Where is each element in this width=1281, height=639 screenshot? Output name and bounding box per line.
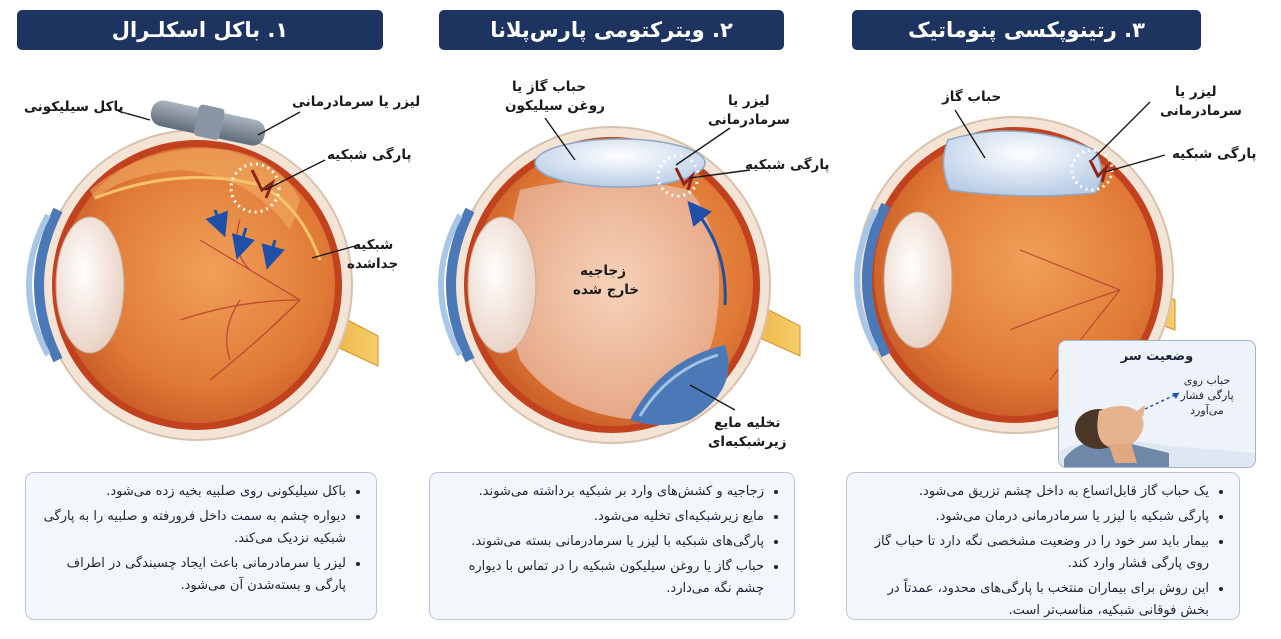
label-tear-3: پارگی شبکیه [1172,146,1257,162]
bullet-2-4: حباب گاز یا روغن سیلیکون شبکیه را در تما… [440,556,764,600]
label-drain-2: زیرشبکیه‌ای [708,434,787,450]
eye1-leaders [117,110,356,259]
bullet-3-3: بیمار باید سر خود را در وضعیت مشخصی نگه … [857,531,1209,575]
head-position-note-1: حباب روی [1183,374,1231,387]
label-detached-retina-1: شبکیه [353,237,394,253]
head-position-title: وضعیت سر [1120,349,1194,364]
panel-title-scleral-buckle: ۱. باکل اسکلـرال [17,10,383,50]
bullet-2-1: زجاجیه و کشش‌های وارد بر شبکیه برداشته م… [440,481,764,503]
bullet-3-1: یک حباب گاز قابل‌اتساع به داخل چشم تزریق… [857,481,1209,503]
head-position-note-2: پارگی فشار [1180,389,1234,402]
panel-title-pneumatic: ۳. رتینوپکسی پنوماتیک [852,10,1201,50]
head-position-note-3: می‌آورد [1190,404,1224,417]
label-tear-2: پارگی شبکیه [745,157,830,173]
summary-box-scleral-buckle: باکل سیلیکونی روی صلبیه بخیه زده می‌شود.… [25,472,377,620]
panel-title-vitrectomy: ۲. ویترکتومی پارس‌پلانا [439,10,784,50]
label-removed-vitreous-1: زجاجیه [580,263,626,279]
bullet-1-1: باکل سیلیکونی روی صلبیه بخیه زده می‌شود. [36,481,346,503]
bullet-2-3: پارگی‌های شبکیه با لیزر یا سرمادرمانی بس… [440,531,764,553]
label-laser-2a: لیزر یا [728,93,770,109]
head-position-note: حباب روی پارگی فشار می‌آورد [1167,373,1247,418]
summary-box-pneumatic: یک حباب گاز قابل‌اتساع به داخل چشم تزریق… [846,472,1240,620]
head-position-card: وضعیت سر حباب روی پارگی فشار می‌آورد [1058,340,1256,468]
label-removed-vitreous-2: خارج شده [573,282,640,298]
eye2-leaders [544,117,751,411]
label-silicone-buckle: باکل سیلیکونی [24,99,124,115]
eye-scleral-buckle [26,100,379,441]
label-tear-1: پارگی شبکیه [327,147,412,163]
summary-box-vitrectomy: زجاجیه و کشش‌های وارد بر شبکیه برداشته م… [429,472,795,620]
bullet-3-4: این روش برای بیماران منتخب با پارگی‌های … [857,578,1209,622]
bullet-3-2: پارگی شبکیه با لیزر یا سرمادرمانی درمان … [857,506,1210,528]
label-laser-2b: سرمادرمانی [708,112,790,128]
label-bubble-oil-2: روغن سیلیکون [505,98,605,114]
label-detached-retina-2: جداشده [347,256,399,272]
label-laser-3a: لیزر یا [1175,84,1217,100]
bullet-1-2: دیواره چشم به سمت داخل فرورفته و صلبیه ر… [36,506,346,550]
eye3-leaders [954,101,1166,173]
bullet-2-2: مایع زیرشبکیه‌ای تخلیه می‌شود. [440,506,764,528]
label-gas-bubble-3: حباب گاز [942,89,1002,105]
patient-head-illustration [1059,392,1255,467]
label-drain-1: تخلیه مایع [714,415,781,431]
label-laser-3b: سرمادرمانی [1160,103,1242,119]
eye-vitrectomy [438,126,801,444]
bullet-1-3: لیزر یا سرمادرمانی باعث ایجاد چسبندگی در… [36,553,346,597]
label-bubble-oil-1: حباب گاز یا [512,79,587,95]
label-laser-1: لیزر یا سرمادرمانی [292,94,421,110]
